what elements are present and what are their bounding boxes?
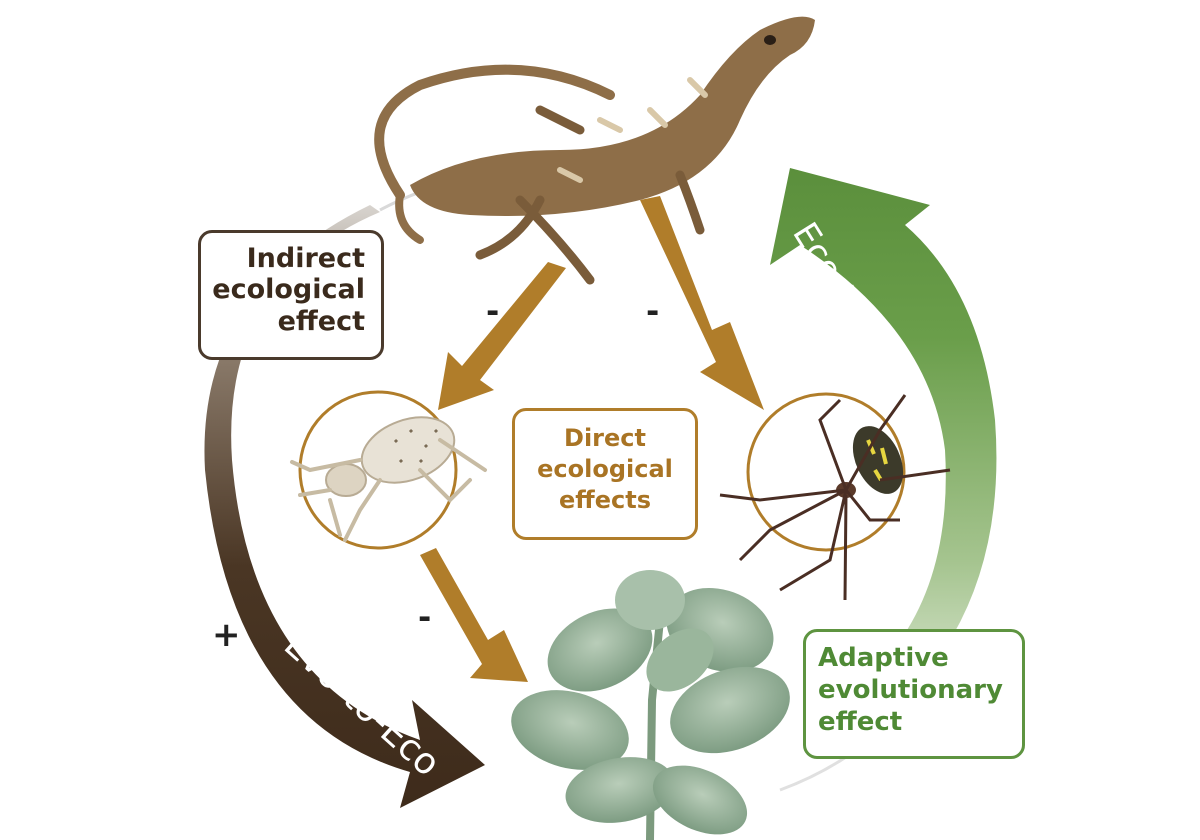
arrow-lizard-to-spider [640,196,764,410]
arrow-lizard-to-weevil [438,262,566,410]
adaptive-line-3: effect [818,707,903,738]
sign-lizard-to-weevil: - [486,292,499,330]
indirect-line-1: Indirect [246,243,365,274]
direct-line-1: Direct [564,424,646,452]
lizard-icon [374,16,815,285]
evo-to-eco-arrow [204,205,485,808]
arrow-weevil-to-plant [420,548,528,682]
sign-lizard-to-spider: - [646,292,659,330]
indirect-ecological-effect-box: Indirect ecological effect [198,230,384,360]
direct-line-3: effects [559,486,651,515]
spider-icon [719,392,951,601]
indirect-line-2: ecological [212,274,365,306]
eco-to-evo-arrow [770,168,997,730]
adaptive-line-2: evolutionary [818,675,1003,706]
weevil-icon [290,390,487,550]
indirect-line-3: effect [277,305,365,337]
adaptive-line-1: Adaptive [818,643,949,673]
adaptive-evolutionary-effect-box: Adaptive evolutionary effect [803,629,1025,759]
direct-line-2: ecological [537,455,673,484]
sign-evo-to-eco: + [212,615,241,655]
sign-weevil-to-plant: - [418,598,431,636]
plant-icon [511,570,790,840]
direct-ecological-effects-box: Direct ecological effects [512,408,698,540]
